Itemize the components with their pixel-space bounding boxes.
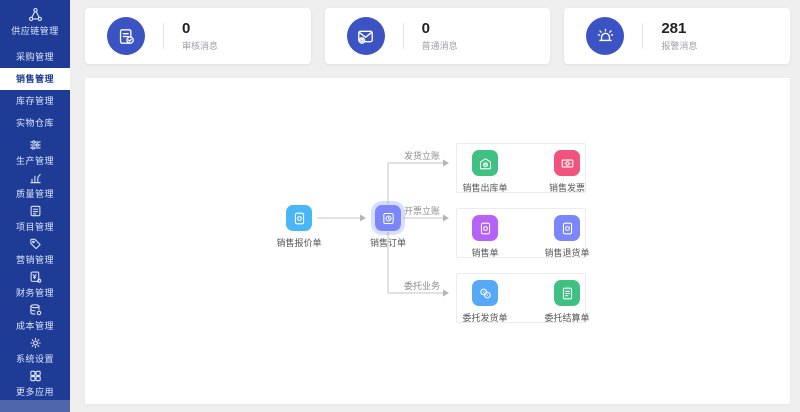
sidebar-item-label: 系统设置 xyxy=(15,354,54,364)
card-value: 0 xyxy=(421,20,431,37)
node-label: 销售单 xyxy=(471,248,499,258)
flow-node-sales-return[interactable]: 销售退货单 xyxy=(527,215,607,259)
card-audit-messages[interactable]: 0 审核消息 xyxy=(85,8,311,64)
node-label: 销售退货单 xyxy=(544,248,590,258)
doc-badge-icon xyxy=(472,215,498,241)
sidebar-item-label: 供应链管理 xyxy=(11,26,59,36)
card-value: 281 xyxy=(661,20,687,37)
sidebar-item-label: 更多应用 xyxy=(15,387,54,397)
branch-label-delivery: 发货立账 xyxy=(403,151,440,161)
card-normal-messages[interactable]: 0 普通消息 xyxy=(324,8,551,64)
sidebar-item-label: 成本管理 xyxy=(15,321,54,331)
sidebar-item-label: 营销管理 xyxy=(15,255,54,265)
node-label: 委托结算单 xyxy=(544,313,590,323)
banknote-icon xyxy=(554,150,580,176)
flow-node-sales-invoice[interactable]: 销售发票 xyxy=(527,150,607,194)
node-label: 销售报价单 xyxy=(276,238,322,248)
card-label: 审核消息 xyxy=(182,41,219,51)
flow-node-sales-slip[interactable]: 销售单 xyxy=(445,215,525,259)
chart-icon xyxy=(29,173,41,184)
main-content: 0 审核消息 0 普通消息 xyxy=(70,0,800,412)
sales-flowchart-panel: 发货立账 开票立账 委托业务 销售报价单 销售订单 xyxy=(85,78,790,404)
node-label: 销售出库单 xyxy=(462,183,508,193)
sidebar-item-inventory[interactable]: 库存管理 xyxy=(15,96,54,106)
stat-cards-row: 0 审核消息 0 普通消息 xyxy=(85,8,791,64)
sidebar-item-label: 财务管理 xyxy=(15,288,54,298)
card-label: 报警消息 xyxy=(661,41,698,51)
gear-icon xyxy=(29,337,41,349)
coins-icon xyxy=(472,280,498,306)
card-text: 0 普通消息 xyxy=(422,20,458,52)
network-icon xyxy=(28,7,42,22)
flow-connectors xyxy=(317,159,543,297)
sidebar-item-project[interactable]: 项目管理 xyxy=(0,200,70,233)
sidebar-scroll-indicator xyxy=(0,400,70,412)
clipboard-icon xyxy=(30,205,40,217)
card-alarm-messages[interactable]: 281 报警消息 xyxy=(564,8,791,64)
grid-icon xyxy=(29,370,41,382)
branch-label-invoicing: 开票立账 xyxy=(403,206,440,216)
doc-badge-icon xyxy=(286,205,312,231)
tag-icon xyxy=(29,238,41,250)
sidebar-item-supply-chain[interactable]: 供应链管理 xyxy=(0,0,70,46)
divider xyxy=(163,23,164,49)
flow-node-sales-quote[interactable]: 销售报价单 xyxy=(259,205,339,249)
warehouse-out-icon xyxy=(472,150,498,176)
divider xyxy=(642,23,644,49)
sidebar-item-finance[interactable]: 财务管理 xyxy=(0,266,70,299)
database-icon xyxy=(29,304,41,316)
sidebar-item-warehouse[interactable]: 实物仓库 xyxy=(15,118,54,128)
sidebar-item-marketing[interactable]: 营销管理 xyxy=(0,233,70,266)
sidebar-item-label: 项目管理 xyxy=(15,222,54,232)
sidebar: 供应链管理 采购管理 销售管理 库存管理 实物仓库 生产管理 质量管理 项目管理 xyxy=(0,0,70,412)
alarm-icon xyxy=(586,17,625,55)
card-label: 普通消息 xyxy=(421,41,458,51)
sliders-icon xyxy=(29,140,41,150)
sidebar-item-label: 生产管理 xyxy=(15,156,54,166)
flow-node-consign-settle[interactable]: 委托结算单 xyxy=(527,280,607,324)
sidebar-item-more-apps[interactable]: 更多应用 xyxy=(0,365,70,398)
divider xyxy=(402,23,404,49)
branch-label-consignment: 委托业务 xyxy=(403,281,440,291)
audit-doc-icon xyxy=(107,17,145,55)
clipboard-clock-icon xyxy=(375,205,401,231)
sidebar-item-production[interactable]: 生产管理 xyxy=(0,134,70,167)
node-label: 销售订单 xyxy=(369,238,406,248)
card-text: 281 报警消息 xyxy=(661,20,697,52)
sidebar-item-quality[interactable]: 质量管理 xyxy=(0,167,70,200)
node-label: 委托发货单 xyxy=(462,313,508,323)
receipt-icon xyxy=(554,280,580,306)
flow-node-sales-outbound[interactable]: 销售出库单 xyxy=(445,150,525,194)
mail-gear-icon xyxy=(346,17,385,55)
flow-node-consign-ship[interactable]: 委托发货单 xyxy=(445,280,525,324)
node-label: 销售发票 xyxy=(548,183,585,193)
sidebar-item-label: 质量管理 xyxy=(15,189,54,199)
sidebar-item-cost[interactable]: 成本管理 xyxy=(0,299,70,332)
sidebar-item-settings[interactable]: 系统设置 xyxy=(0,332,70,365)
calculator-icon xyxy=(30,271,41,283)
flow-node-sales-order[interactable]: 销售订单 xyxy=(348,205,428,249)
doc-badge-icon xyxy=(554,215,580,241)
sidebar-item-sales[interactable]: 销售管理 xyxy=(0,68,70,90)
card-text: 0 审核消息 xyxy=(182,20,218,52)
sidebar-item-purchase[interactable]: 采购管理 xyxy=(15,52,54,62)
card-value: 0 xyxy=(182,20,191,37)
